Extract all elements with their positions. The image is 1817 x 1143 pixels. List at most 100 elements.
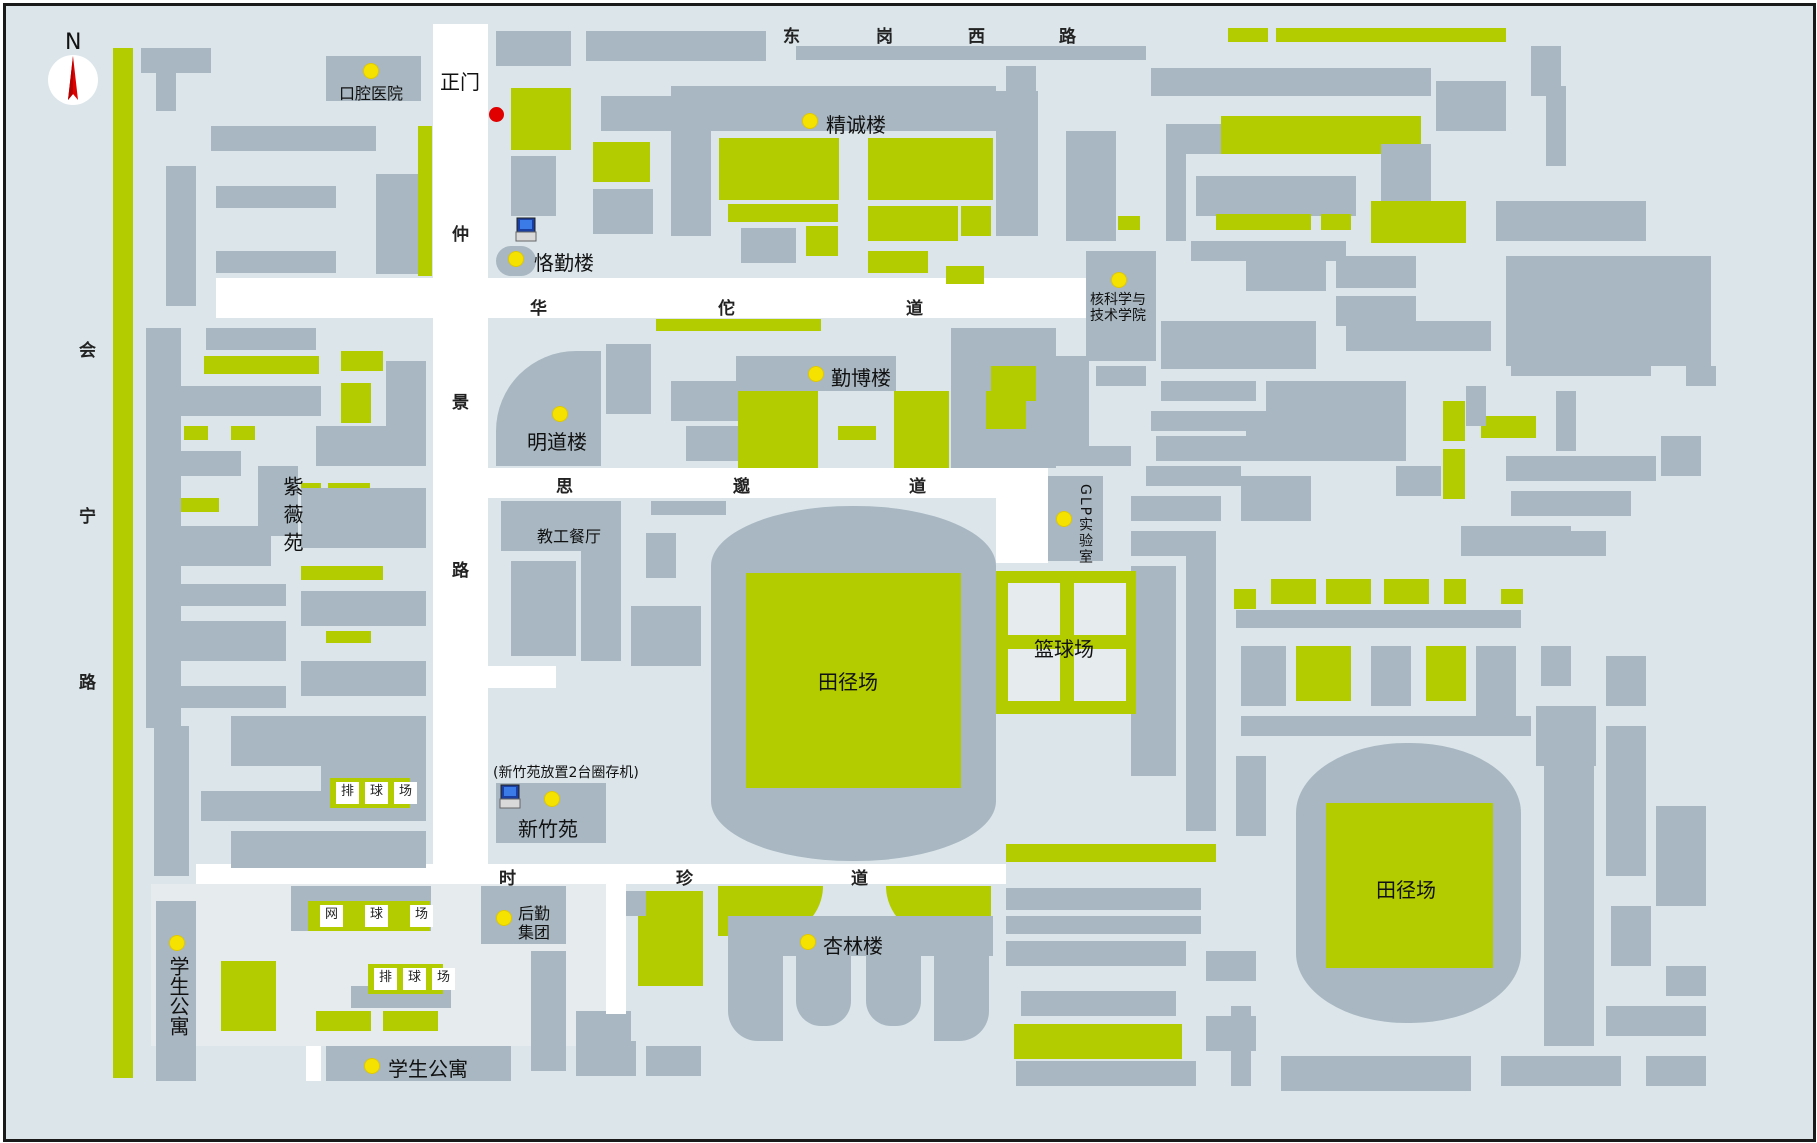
building [646, 533, 676, 578]
building [1511, 491, 1631, 516]
road-label-si: 思 [556, 477, 573, 497]
building [1371, 646, 1411, 706]
building [231, 716, 426, 766]
green-area [418, 126, 432, 276]
card-machine-icon[interactable] [498, 784, 524, 810]
green-area [511, 88, 571, 150]
label-mingdao: 明道楼 [527, 430, 587, 454]
green-area [593, 142, 650, 182]
building [1461, 526, 1571, 544]
marker-qinbo[interactable] [809, 367, 823, 381]
building [1666, 966, 1706, 996]
green-area [1216, 214, 1311, 230]
building [586, 31, 766, 61]
marker-nuclear[interactable] [1112, 273, 1126, 287]
marker-student-apt-south[interactable] [365, 1059, 379, 1073]
building [1241, 716, 1531, 736]
building [154, 726, 189, 876]
building [866, 956, 921, 1026]
building [1606, 1006, 1706, 1036]
marker-xinzhu[interactable] [545, 792, 559, 806]
marker-logistics[interactable] [497, 911, 511, 925]
court-label: 场 [432, 968, 456, 990]
building [1466, 386, 1486, 426]
building [1241, 476, 1311, 521]
building [686, 426, 746, 461]
building [1006, 941, 1186, 966]
keqin-building [511, 156, 556, 216]
marker-student-apt-west[interactable] [170, 936, 184, 950]
building [376, 174, 421, 274]
green-area [1234, 589, 1256, 609]
building [1544, 766, 1594, 1046]
building [1006, 916, 1201, 934]
road-label-dao2: 道 [909, 477, 926, 497]
road-label-miao: 邈 [733, 477, 750, 497]
building [1016, 1061, 1196, 1086]
building [1606, 656, 1646, 706]
track-field-1-lawn [746, 573, 961, 788]
building [1191, 241, 1346, 261]
building [1206, 951, 1256, 981]
green-area [326, 631, 371, 643]
building [1496, 201, 1646, 241]
building [1686, 366, 1716, 386]
building [1336, 256, 1416, 288]
building [671, 381, 746, 421]
green-area [231, 426, 255, 440]
green-area [868, 251, 928, 273]
label-xinzhu-note: (新竹苑放置2台圈存机) [493, 765, 639, 781]
building [1541, 646, 1571, 686]
marker-dental-hospital[interactable] [364, 64, 378, 78]
road-label-dao: 道 [906, 299, 923, 319]
road-gate-stub [486, 666, 556, 688]
student-apartment-building [156, 901, 196, 1081]
label-staff-canteen: 教工餐厅 [537, 527, 602, 546]
compass: N [46, 30, 102, 106]
green-area [1501, 589, 1523, 604]
marker-glp-lab[interactable] [1057, 512, 1071, 526]
green-area [301, 566, 383, 580]
basketball-court-cell [1008, 583, 1060, 635]
building [1096, 366, 1146, 386]
marker-xinglin[interactable] [801, 935, 815, 949]
building [1396, 466, 1441, 496]
green-area [894, 391, 949, 468]
road-sisui-east [996, 468, 1048, 563]
building [216, 186, 336, 208]
building [1021, 991, 1176, 1016]
building [316, 426, 426, 466]
road-zhongjing [433, 24, 488, 868]
court-label: 球 [365, 782, 389, 804]
label-track-field-2: 田径场 [1376, 878, 1436, 902]
jingcheng-building [671, 86, 996, 131]
tennis-court: 网 球 场 [308, 901, 434, 931]
building [1196, 176, 1356, 216]
green-area [184, 426, 208, 440]
student-apartment-south [326, 1046, 511, 1081]
compass-north-label: N [65, 30, 82, 55]
marker-keqin[interactable] [509, 252, 523, 266]
building [141, 48, 211, 73]
court-label: 场 [394, 782, 418, 804]
main-gate-marker[interactable] [489, 107, 504, 122]
card-machine-icon[interactable] [514, 217, 540, 243]
building [1161, 381, 1256, 401]
building [151, 584, 286, 606]
green-area [656, 319, 821, 331]
label-nuclear-line2: 技术学院 [1090, 308, 1146, 324]
green-area [728, 204, 838, 222]
building [1206, 1016, 1256, 1051]
green-area [868, 138, 993, 200]
road [606, 884, 626, 1014]
building [651, 501, 726, 515]
green-area [1444, 579, 1466, 604]
track-field-2-lawn [1326, 803, 1493, 968]
road-label-dong: 东 [783, 27, 800, 47]
green-area [1426, 646, 1466, 701]
marker-mingdao[interactable] [553, 407, 567, 421]
marker-jingcheng[interactable] [803, 114, 817, 128]
road-label-lu3: 路 [79, 673, 96, 693]
green-area [1296, 646, 1351, 701]
building [1151, 68, 1431, 96]
